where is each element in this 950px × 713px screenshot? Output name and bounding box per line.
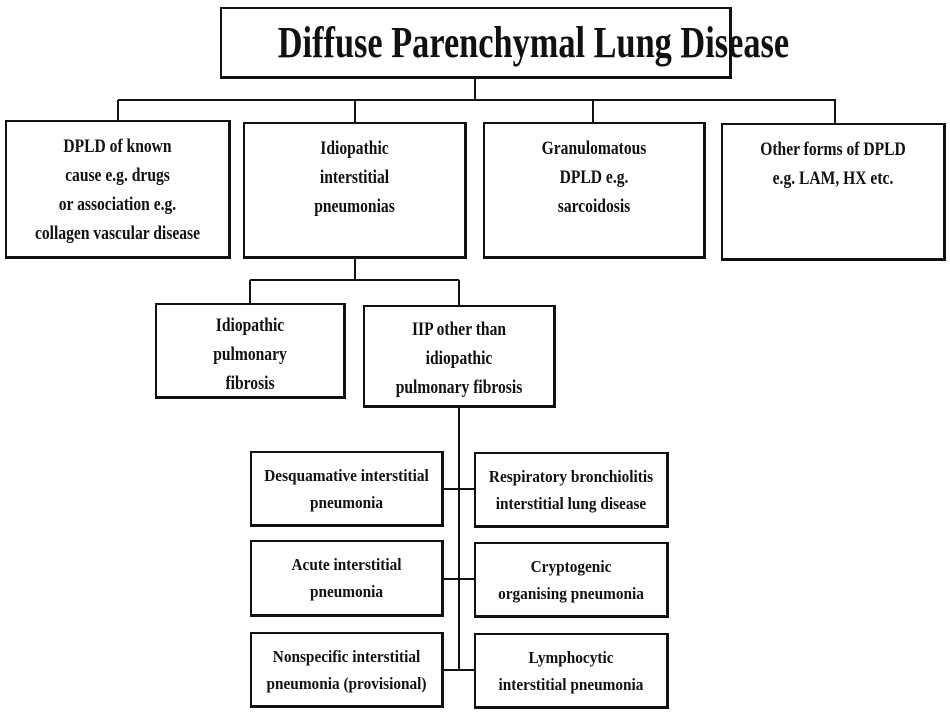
node-line: pneumonia (309, 492, 384, 512)
node-line: IIP other than (411, 319, 507, 340)
node-iip-other-than-ipf: IIP other than idiopathic pulmonary fibr… (363, 305, 556, 408)
node-line: pneumonia (309, 582, 384, 601)
node-respiratory-bronchiolitis-ild: Respiratory bronchiolitis interstitial l… (474, 452, 669, 528)
node-line: interstitial lung disease (495, 493, 647, 513)
node-line: organising pneumonia (498, 583, 644, 603)
title-text: Diffuse Parenchymal Lung Disease (277, 18, 790, 67)
node-nonspecific-interstitial-pneumonia: Nonspecific interstitial pneumonia (prov… (250, 632, 444, 708)
node-line: Granulomatous (541, 138, 647, 159)
node-line: cause e.g. drugs (65, 165, 170, 186)
node-line: interstitial pneumonia (498, 674, 644, 694)
node-acute-interstitial-pneumonia: Acute interstitial pneumonia (250, 540, 444, 617)
node-line: DPLD e.g. (559, 167, 629, 188)
node-line: Cryptogenic (530, 556, 612, 576)
node-line: pulmonary (213, 344, 287, 365)
node-cryptogenic-organising-pneumonia: Cryptogenic organising pneumonia (474, 542, 669, 618)
root-node-title: Diffuse Parenchymal Lung Disease (220, 7, 790, 79)
node-granulomatous-dpld: Granulomatous DPLD e.g. sarcoidosis (483, 122, 706, 259)
node-desquamative-interstitial-pneumonia: Desquamative interstitial pneumonia (250, 451, 444, 527)
node-line: DPLD of known (63, 136, 172, 157)
node-line: collagen vascular disease (34, 223, 201, 244)
node-line: or association e.g. (58, 194, 177, 215)
node-line: e.g. LAM, HX etc. (772, 168, 894, 189)
node-line: Idiopathic (215, 315, 285, 336)
node-line: Other forms of DPLD (760, 139, 906, 160)
node-line: Nonspecific interstitial (272, 646, 421, 666)
node-idiopathic-interstitial-pneumonias: Idiopathic interstitial pneumonias (243, 122, 467, 259)
node-line: Idiopathic (320, 138, 389, 159)
node-line: sarcoidosis (557, 196, 631, 217)
node-lymphocytic-interstitial-pneumonia: Lymphocytic interstitial pneumonia (474, 633, 669, 709)
node-line: Acute interstitial (291, 555, 402, 574)
node-line: Lymphocytic (528, 647, 614, 667)
node-other-forms-dpld: Other forms of DPLD e.g. LAM, HX etc. (721, 123, 946, 261)
node-line: interstitial (319, 167, 390, 188)
node-line: pulmonary fibrosis (395, 377, 523, 398)
node-idiopathic-pulmonary-fibrosis: Idiopathic pulmonary fibrosis (155, 303, 346, 399)
node-line: Respiratory bronchiolitis (488, 466, 654, 486)
node-line: fibrosis (225, 373, 275, 394)
node-line: idiopathic (425, 348, 493, 369)
node-line: pneumonias (314, 196, 395, 217)
node-line: Desquamative interstitial (264, 465, 429, 485)
node-line: pneumonia (provisional) (266, 673, 427, 693)
node-dpld-known-cause: DPLD of known cause e.g. drugs or associ… (5, 120, 231, 259)
